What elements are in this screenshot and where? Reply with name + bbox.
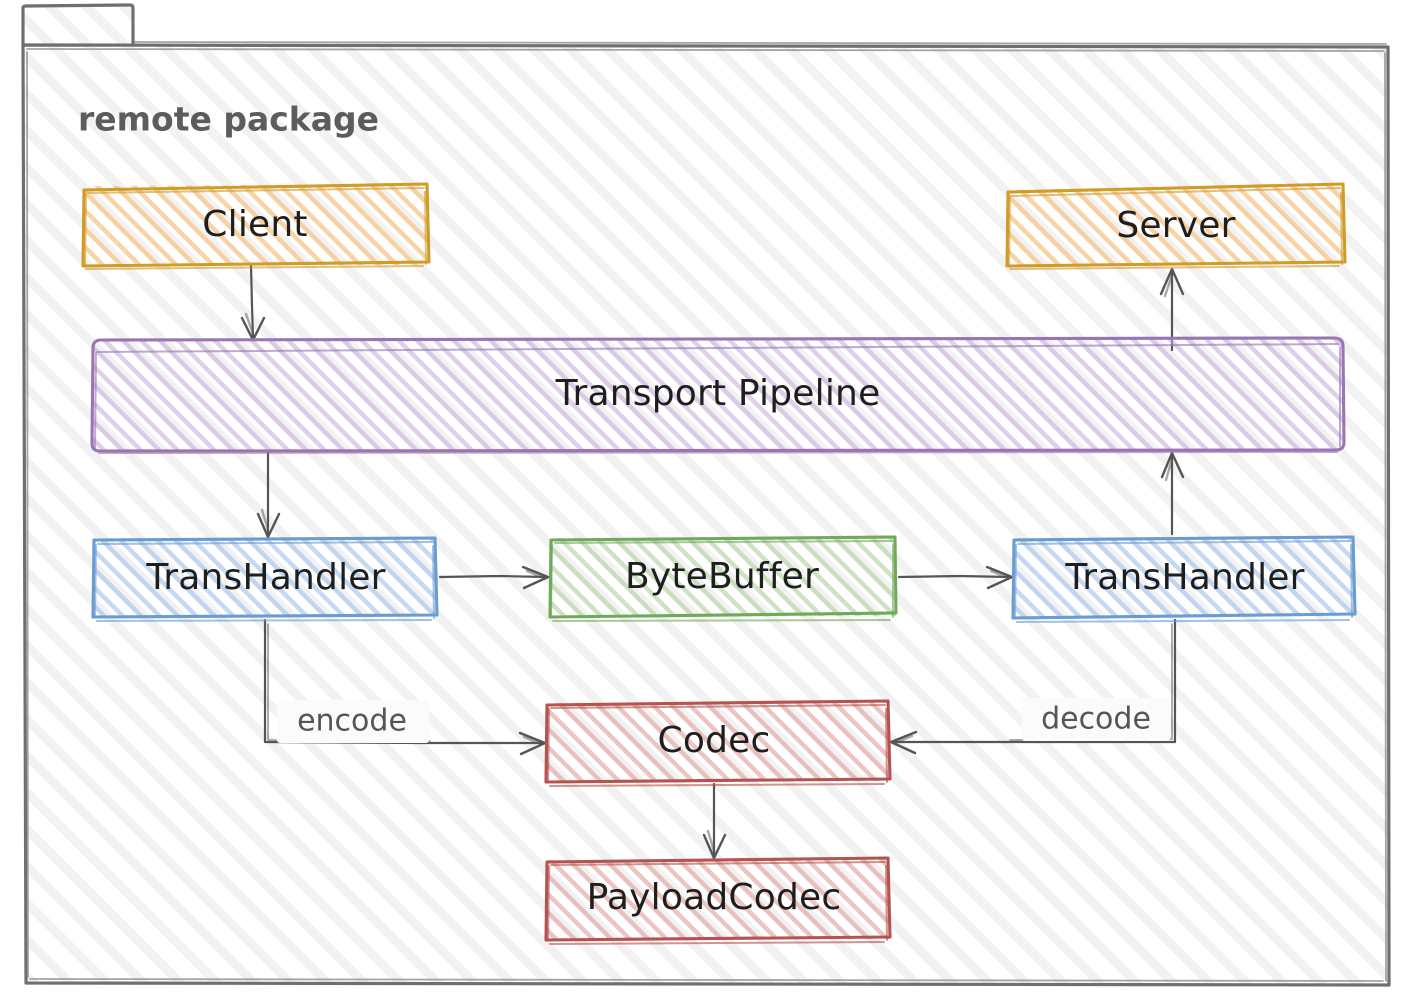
node-trans-left-fill bbox=[93, 538, 436, 617]
node-bytebuffer-label: ByteBuffer bbox=[625, 556, 819, 597]
package-container: remote package bbox=[21, 3, 1391, 987]
package-title: remote package bbox=[78, 100, 379, 139]
edge-trans-left-to-codec: encode bbox=[263, 618, 547, 756]
node-byte-buffer[interactable]: ByteBuffer bbox=[548, 535, 898, 622]
node-trans-left-border-sketch bbox=[94, 541, 435, 622]
package-tab-border bbox=[21, 3, 135, 47]
node-payloadcodec-border bbox=[544, 856, 892, 942]
package-top-sketch bbox=[134, 41, 1387, 45]
node-transport-pipeline[interactable]: Transport Pipeline bbox=[90, 336, 1346, 454]
node-payload-codec[interactable]: PayloadCodec bbox=[544, 856, 892, 945]
node-pipeline-border-sketch bbox=[94, 343, 1341, 454]
edge-pipeline-to-server bbox=[1159, 267, 1185, 352]
node-server-label: Server bbox=[1116, 205, 1235, 246]
node-server[interactable]: Server bbox=[1005, 182, 1347, 270]
node-pipeline-fill bbox=[92, 338, 1344, 451]
node-payloadcodec-label: PayloadCodec bbox=[587, 877, 842, 918]
node-client-fill bbox=[83, 184, 428, 266]
node-trans-right-fill bbox=[1013, 537, 1355, 618]
node-trans-left-border bbox=[91, 536, 439, 619]
edge-trans-right-to-codec: decode bbox=[889, 618, 1177, 755]
node-trans-right-label: TransHandler bbox=[1064, 557, 1304, 598]
node-codec-border bbox=[544, 699, 892, 784]
node-codec-fill bbox=[546, 701, 890, 782]
package-body-border bbox=[21, 43, 1391, 987]
node-client-border bbox=[81, 182, 431, 268]
node-pipeline-label: Transport Pipeline bbox=[555, 373, 881, 414]
node-bytebuffer-fill bbox=[549, 537, 896, 617]
node-trans-left-label: TransHandler bbox=[145, 557, 385, 598]
node-pipeline-border bbox=[90, 336, 1346, 453]
node-codec-label: Codec bbox=[658, 720, 771, 761]
node-bytebuffer-border bbox=[548, 535, 898, 619]
decode-label-backdrop bbox=[1022, 698, 1170, 741]
edge-codec-to-payloadcodec bbox=[702, 782, 727, 860]
package-tab-fill bbox=[23, 6, 133, 46]
node-codec-border-sketch bbox=[547, 704, 888, 787]
package-body-border-sketch bbox=[26, 48, 1387, 982]
node-client-border-sketch bbox=[84, 187, 427, 270]
node-client-label: Client bbox=[202, 204, 307, 245]
node-server-border bbox=[1005, 182, 1347, 268]
node-codec[interactable]: Codec bbox=[544, 699, 892, 787]
encode-label-backdrop bbox=[277, 700, 429, 743]
package-body-fill bbox=[24, 46, 1390, 986]
node-server-fill bbox=[1007, 183, 1346, 267]
node-bytebuffer-border-sketch bbox=[550, 540, 894, 622]
node-trans-handler-left[interactable]: TransHandler bbox=[91, 536, 439, 622]
edge-trans-left-to-bytebuffer bbox=[438, 565, 550, 590]
edge-label-decode: decode bbox=[1041, 702, 1151, 737]
node-trans-right-border bbox=[1011, 535, 1357, 620]
node-payloadcodec-fill bbox=[546, 858, 890, 940]
node-trans-handler-right[interactable]: TransHandler bbox=[1011, 535, 1357, 623]
node-client[interactable]: Client bbox=[81, 182, 431, 270]
edge-pipeline-to-trans-left bbox=[256, 450, 281, 539]
edge-label-encode: encode bbox=[297, 704, 407, 739]
node-server-border-sketch bbox=[1008, 187, 1343, 270]
node-payloadcodec-border-sketch bbox=[547, 861, 888, 945]
node-trans-right-border-sketch bbox=[1014, 540, 1353, 623]
